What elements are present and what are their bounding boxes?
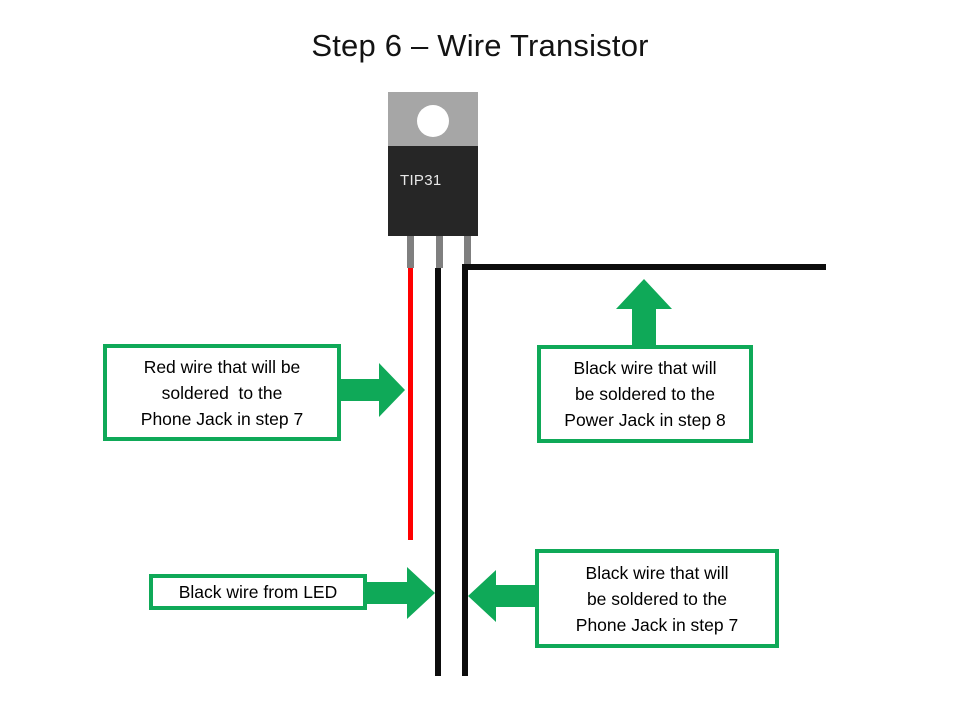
callout-line: be soldered to the (586, 588, 728, 609)
arrow-right-icon-led-wire (363, 567, 435, 619)
black-wire-horizontal-branch (462, 264, 826, 270)
arrow-left-icon-phone-jack (468, 570, 540, 622)
transistor-part-label: TIP31 (400, 172, 442, 189)
arrow-up-icon-power-jack (616, 279, 672, 351)
black-wire-from-right-pin (462, 267, 468, 676)
black-wire-from-middle-pin (435, 268, 441, 676)
callout-line: Red wire that will be (143, 356, 301, 377)
callout-line: Black wire that will (573, 358, 717, 378)
pin-collector-middle (436, 236, 443, 268)
page-title: Step 6 – Wire Transistor (311, 28, 649, 63)
callout-power-jack: Black wire that will be soldered to the … (537, 345, 753, 443)
callout-line: be soldered to the (574, 384, 716, 404)
callout-line: soldered to the (161, 382, 283, 403)
pin-base-left (407, 236, 414, 268)
arrow-right-icon-red-wire (337, 363, 405, 417)
callout-phone-jack: Black wire that will be soldered to the … (535, 549, 779, 648)
mounting-hole-icon (417, 105, 449, 137)
callout-led-wire: Black wire from LED (149, 574, 367, 610)
red-wire-from-left-pin (408, 268, 413, 540)
callout-line: Black wire that will (585, 562, 729, 583)
pin-emitter-right (464, 236, 471, 267)
callout-line: Phone Jack in step 7 (575, 614, 739, 635)
callout-line: Power Jack in step 8 (564, 410, 726, 430)
transistor-body (388, 146, 478, 236)
callout-line: Black wire from LED (178, 582, 338, 602)
callout-line: Phone Jack in step 7 (140, 408, 304, 429)
callout-red-wire: Red wire that will be soldered to the Ph… (103, 344, 341, 441)
